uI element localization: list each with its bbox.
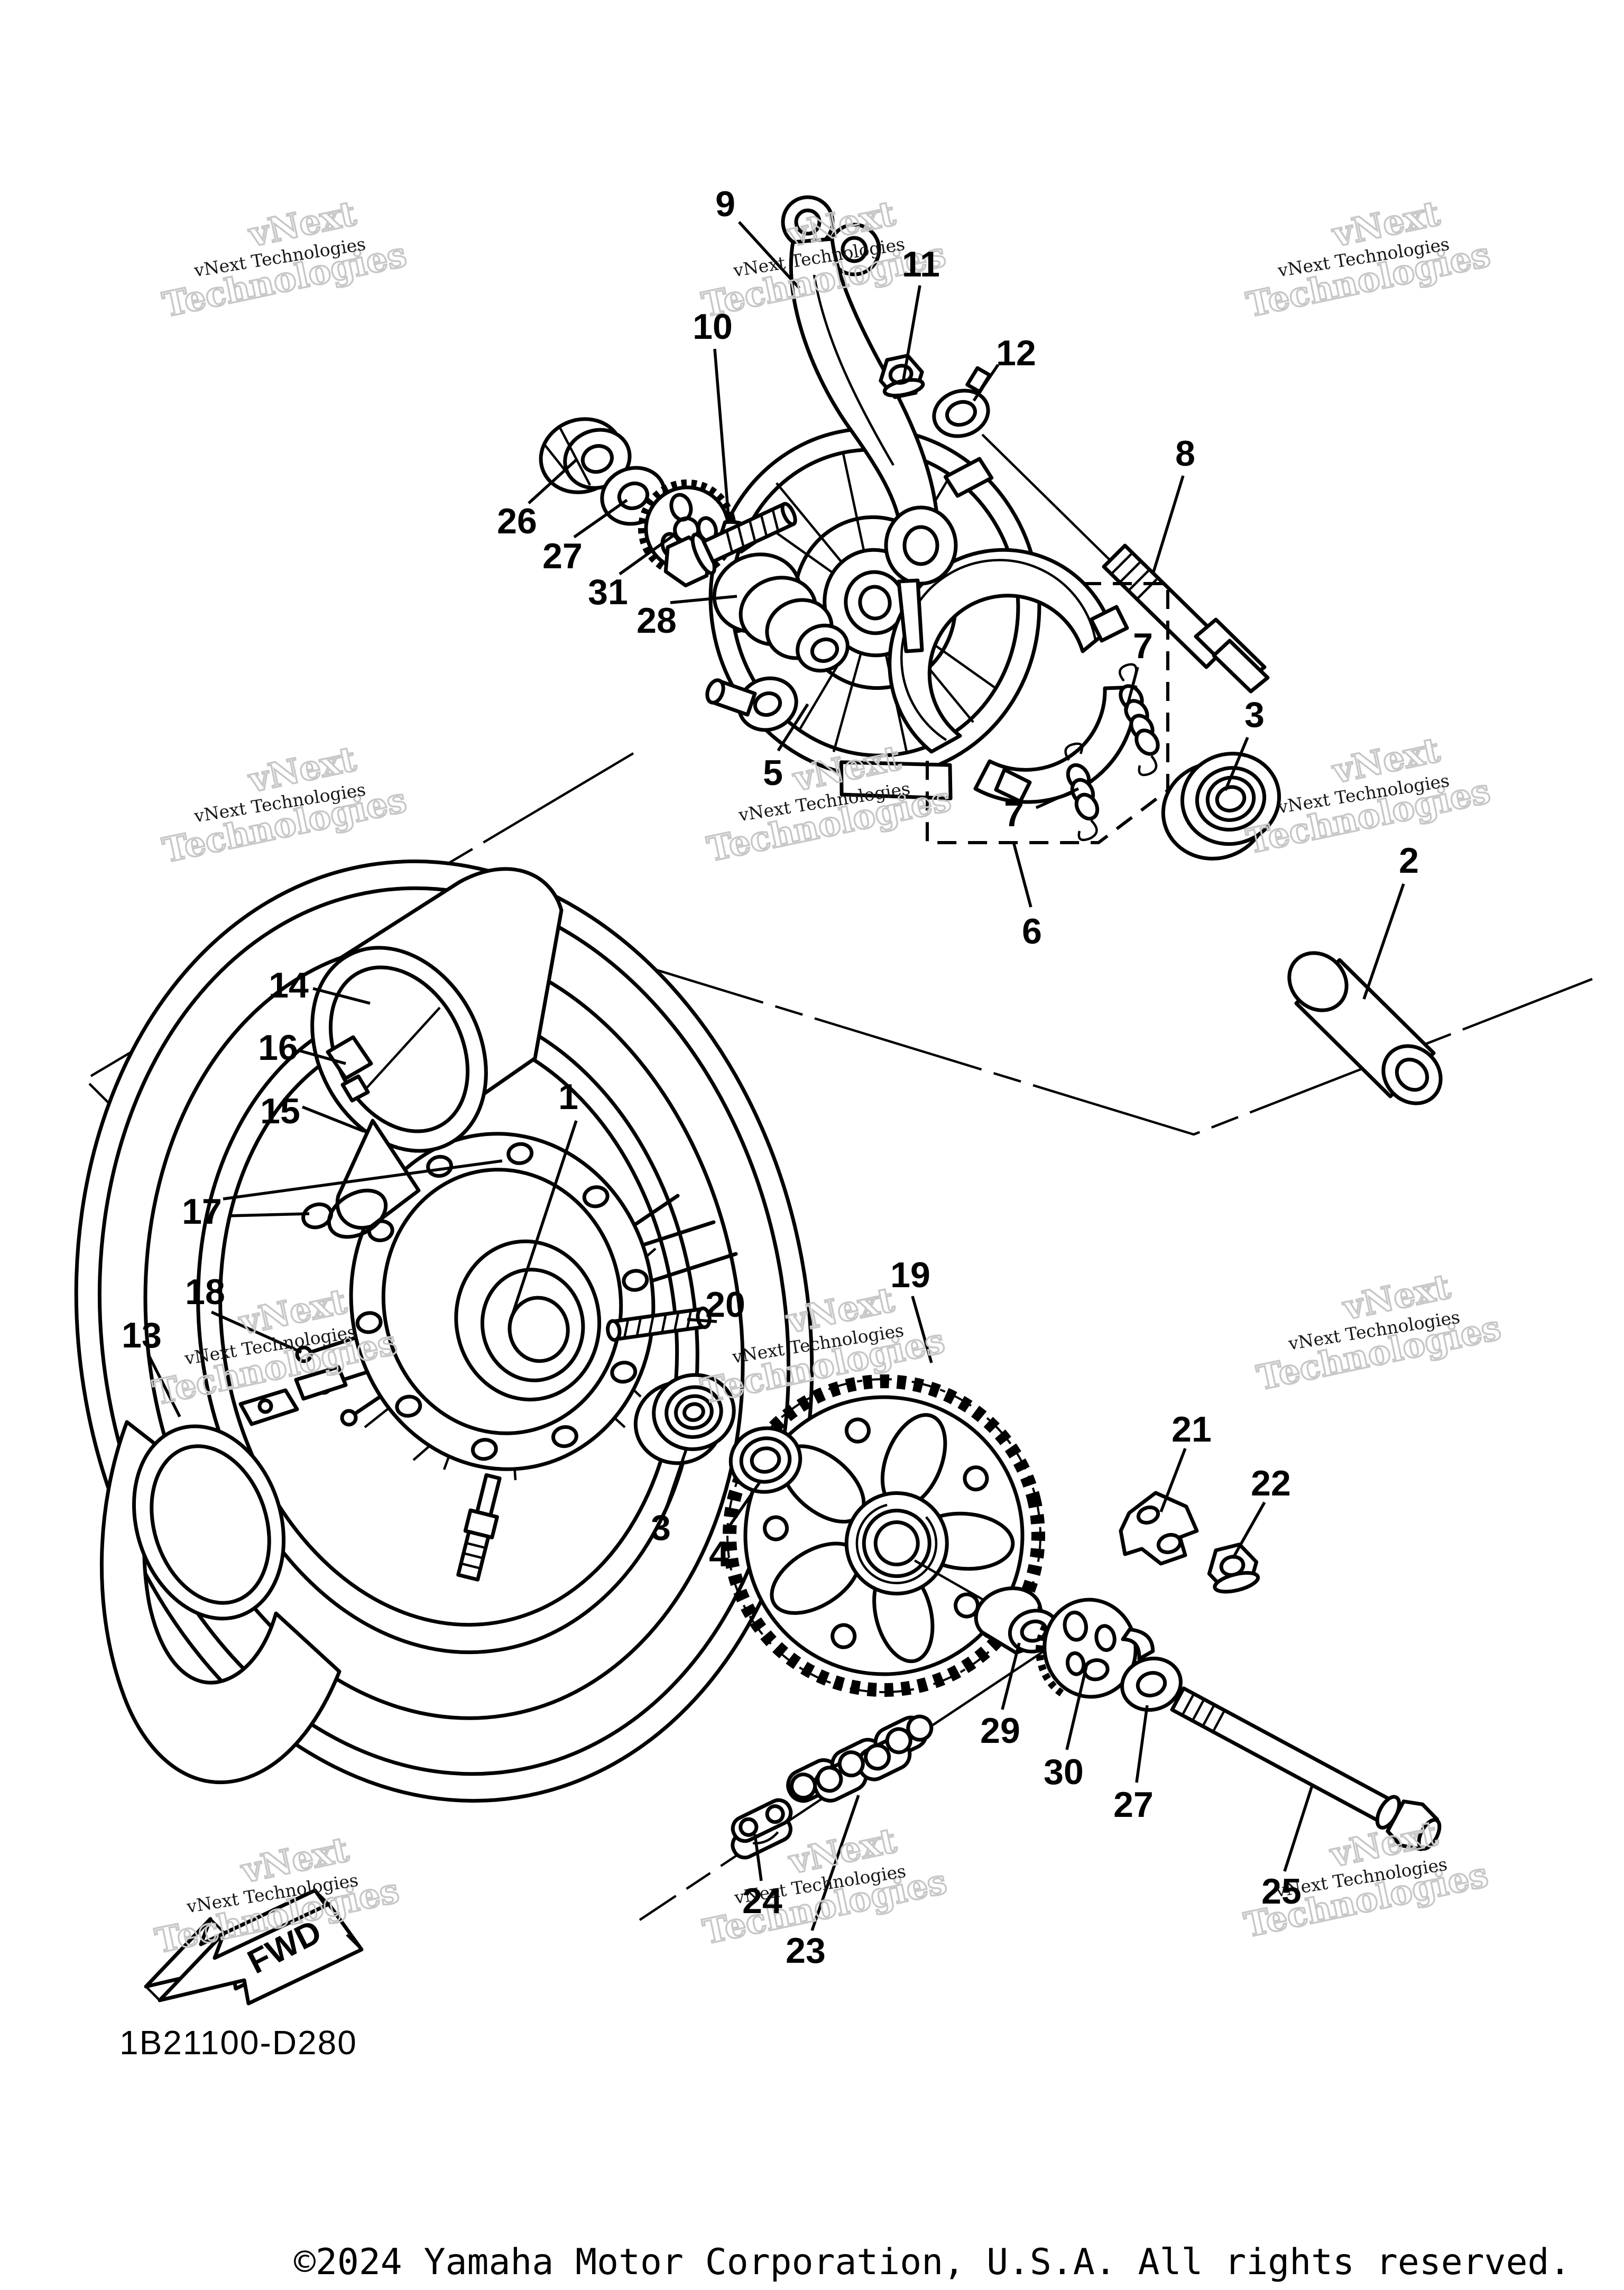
brake-shoe-kit-box [888, 548, 1169, 844]
part-label-15: 15 [260, 1091, 300, 1131]
part-label-24: 24 [742, 1881, 782, 1921]
part-label-27: 27 [1113, 1785, 1154, 1825]
part-label-3: 3 [651, 1508, 671, 1548]
copyright-text: ©2024 Yamaha Motor Corporation, U.S.A. A… [294, 2241, 1571, 2283]
bushing-28 [712, 552, 850, 673]
part-label-18: 18 [185, 1272, 225, 1312]
part-label-21: 21 [1171, 1409, 1212, 1449]
part-label-3: 3 [1244, 695, 1265, 735]
part-label-26: 26 [497, 501, 537, 541]
part-label-16: 16 [258, 1028, 298, 1068]
part-label-7: 7 [1004, 794, 1024, 834]
fwd-arrow: FWD [144, 1888, 364, 2006]
wheel-bearing [1161, 752, 1281, 861]
part-label-11: 11 [902, 244, 940, 284]
nut-11 [879, 354, 925, 399]
drawing-code: 1B21100-D280 [119, 2024, 357, 2062]
leader-lines [147, 221, 1405, 1931]
part-label-9: 9 [715, 184, 735, 224]
part-label-17: 17 [182, 1192, 222, 1232]
part-label-29: 29 [980, 1711, 1020, 1751]
part-label-25: 25 [1261, 1871, 1302, 1912]
brake-lever-group [663, 195, 992, 653]
chain-master-link [731, 1798, 793, 1860]
brake-plate-pivot [705, 676, 798, 732]
rear-sprocket [723, 1374, 1045, 1697]
tire-section [100, 1365, 348, 1784]
part-label-1: 1 [558, 1077, 578, 1117]
valve-stem [456, 1473, 502, 1582]
axle-nut-22 [1207, 1543, 1260, 1594]
part-label-12: 12 [996, 333, 1036, 373]
part-label-20: 20 [705, 1285, 745, 1325]
part-label-22: 22 [1251, 1463, 1291, 1503]
part-label-14: 14 [269, 965, 309, 1005]
part-label-30: 30 [1044, 1752, 1084, 1792]
oil-seal [728, 1426, 802, 1494]
part-label-31: 31 [588, 572, 628, 612]
part-label-27: 27 [542, 536, 583, 576]
wheel-bearing-left [633, 1373, 736, 1465]
sprocket-stud [606, 1306, 712, 1342]
part-label-23: 23 [786, 1931, 826, 1971]
part-label-10: 10 [693, 307, 733, 347]
lock-washer-21 [1119, 1491, 1199, 1566]
part-label-5: 5 [763, 753, 783, 793]
part-label-2: 2 [1399, 841, 1419, 881]
part-label-19: 19 [890, 1255, 930, 1295]
pinch-bolt-10 [663, 502, 797, 588]
part-label-8: 8 [1175, 433, 1195, 474]
drive-chain [786, 1714, 934, 1803]
spacer-collar [1287, 951, 1443, 1105]
wheel-hub [349, 1132, 656, 1471]
lock-washer-12 [932, 366, 992, 438]
brake-spring [1064, 742, 1100, 842]
part-label-13: 13 [122, 1315, 162, 1355]
hub-fastener-group [539, 417, 850, 673]
rear-axle [1170, 1686, 1442, 1851]
part-label-6: 6 [1022, 911, 1042, 952]
brake-camshaft [1102, 543, 1270, 694]
washer-27b [1120, 1656, 1183, 1712]
part-label-28: 28 [636, 601, 677, 641]
part-label-7: 7 [1133, 626, 1153, 666]
brake-shoe [888, 548, 1138, 804]
part-label-4: 4 [709, 1534, 729, 1574]
